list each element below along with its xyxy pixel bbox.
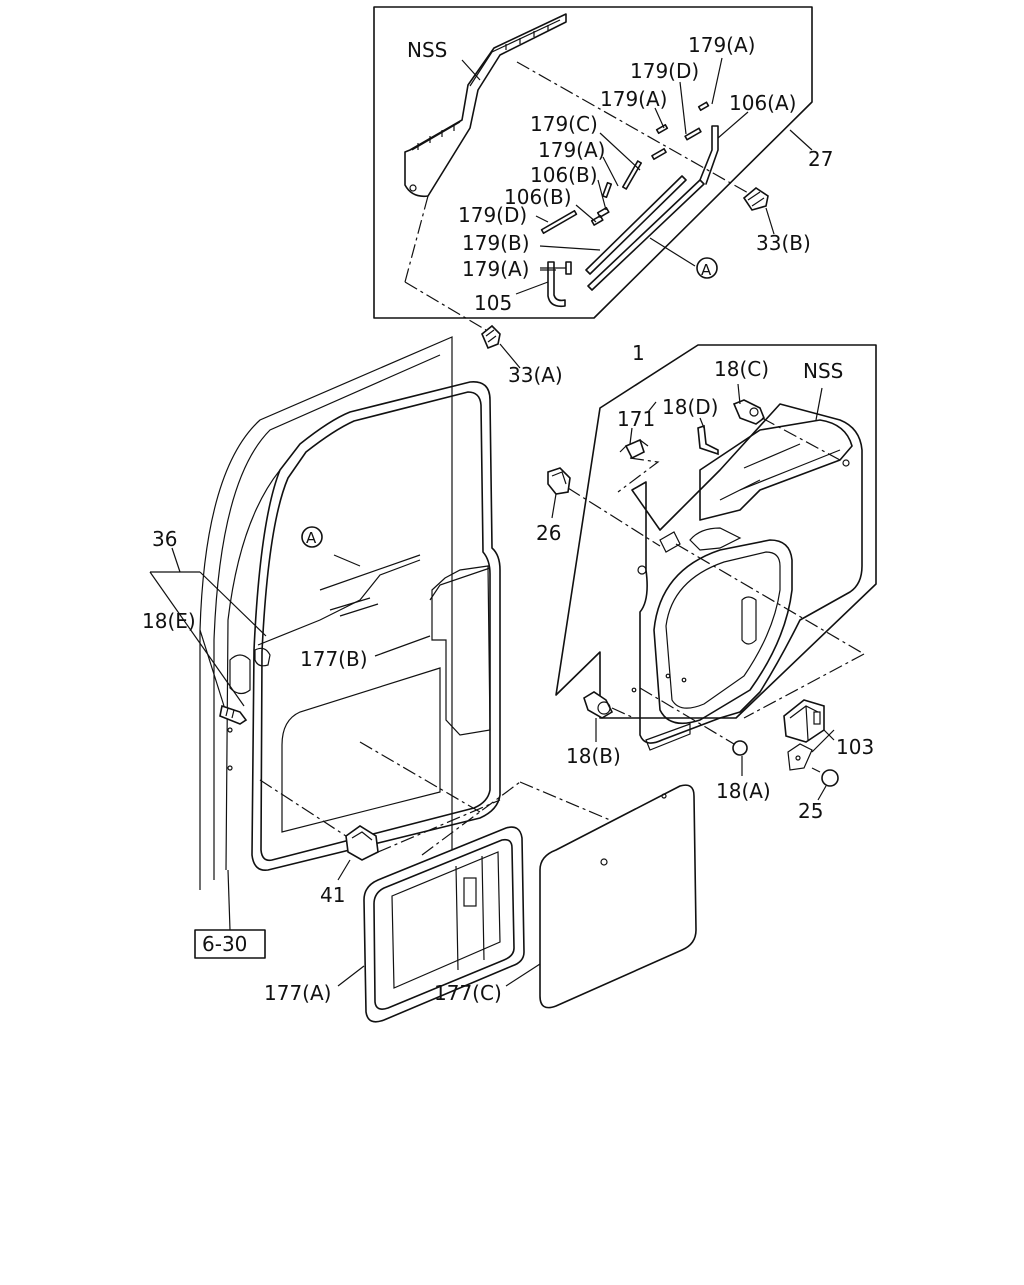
clip-33b [742,187,769,211]
label-179d-1: 179(D) [630,59,699,83]
inset-box-top [373,6,813,319]
clip-33a [481,324,521,369]
label-41: 41 [320,883,345,907]
label-179a-2: 179(A) [600,87,667,111]
label-105: 105 [474,291,512,315]
door-trim-assembly [631,403,863,751]
label-18b: 18(B) [566,744,621,768]
label-179a-4: 179(A) [462,257,529,281]
inset-box-right [555,344,877,751]
label-177c: 177(C) [434,981,502,1005]
label-106a: 106(A) [729,91,796,115]
label-1: 1 [632,341,645,365]
label-106b-2: 106(B) [504,185,572,209]
small-pads [540,101,710,275]
ref-box-6-30 [194,929,266,959]
clip-18c [732,383,765,425]
label-177b: 177(B) [300,647,368,671]
label-179a-1: 179(A) [688,33,755,57]
label-18c: 18(C) [714,357,769,381]
label-179b: 179(B) [462,231,530,255]
trim-panel-177c [505,784,697,1009]
label-nss-top: NSS [407,38,447,62]
label-179d-2: 179(D) [458,203,527,227]
label-18a: 18(A) [716,779,771,803]
label-177a: 177(A) [264,981,331,1005]
label-27: 27 [808,147,833,171]
label-36: 36 [152,527,177,551]
clip-105 [547,261,566,308]
clip-26 [547,467,571,519]
clip-18b [583,691,614,742]
label-18e: 18(E) [142,609,196,633]
door-shell [199,336,501,890]
screw-25 [811,767,839,801]
label-106b-1: 106(B) [530,163,598,187]
label-33b: 33(B) [756,231,811,255]
clip-18e [219,704,248,725]
label-103: 103 [836,735,874,759]
bracket-18d [697,424,719,456]
label-171: 171 [617,407,655,431]
clip-171 [619,427,649,460]
clip-18a [732,740,748,776]
label-179c: 179(C) [530,112,598,136]
callout-labels: NSS 179(A) 179(D) 179(A) 106(A) 179(C) 1… [142,33,874,1005]
nss-moulding-panel [404,13,567,198]
label-nss-right: NSS [803,359,843,383]
ref-a-circle-top [696,257,718,279]
ref-a-circle-left [301,526,323,548]
moulding-strip-179b [585,125,719,291]
window-frame-177a [337,826,525,1023]
clip-41 [337,825,379,881]
label-6-30: 6-30 [202,932,247,956]
label-ref-a-top: A [701,261,712,279]
label-25: 25 [798,799,823,823]
handle-103 [783,699,835,771]
label-ref-a-left: A [306,529,317,547]
label-33a: 33(A) [508,363,563,387]
label-26: 26 [536,521,561,545]
label-18d: 18(D) [662,395,718,419]
label-179a-3: 179(A) [538,138,605,162]
